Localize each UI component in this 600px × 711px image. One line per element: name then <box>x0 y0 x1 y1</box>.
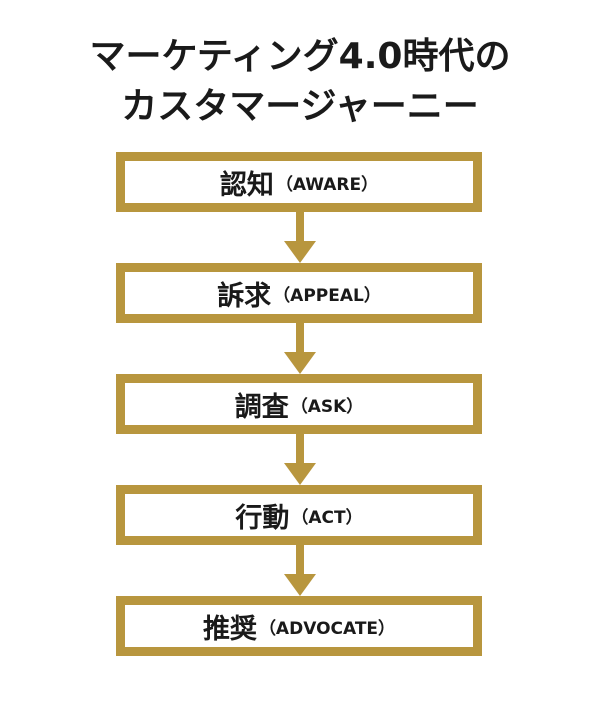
step-label-jp: 行動 <box>235 502 290 534</box>
step-label-en: （ADVOCATE） <box>258 618 396 639</box>
step-label-en: （ASK） <box>290 396 364 417</box>
diagram-title: マーケティング4.0時代の カスタマージャーニー <box>0 32 600 132</box>
down-arrow-icon <box>284 545 316 596</box>
down-arrow-icon <box>284 323 316 374</box>
title-line-1: マーケティング4.0時代の <box>89 36 511 77</box>
step-box-advocate: 推奨 （ADVOCATE） <box>116 596 482 656</box>
step-box-ask: 調査 （ASK） <box>116 374 482 434</box>
step-box-aware: 認知 （AWARE） <box>116 152 482 212</box>
step-label-en: （AWARE） <box>275 174 379 195</box>
step-label-jp: 調査 <box>234 391 289 423</box>
title-line-2: カスタマージャーニー <box>121 86 479 127</box>
step-label-jp: 推奨 <box>202 613 257 645</box>
step-label-en: （ACT） <box>291 507 363 528</box>
down-arrow-icon <box>284 212 316 263</box>
step-label-en: （APPEAL） <box>273 285 381 306</box>
step-label-jp: 認知 <box>219 169 274 201</box>
step-box-appeal: 訴求 （APPEAL） <box>116 263 482 323</box>
step-box-act: 行動 （ACT） <box>116 485 482 545</box>
step-label-jp: 訴求 <box>217 280 272 312</box>
down-arrow-icon <box>284 434 316 485</box>
